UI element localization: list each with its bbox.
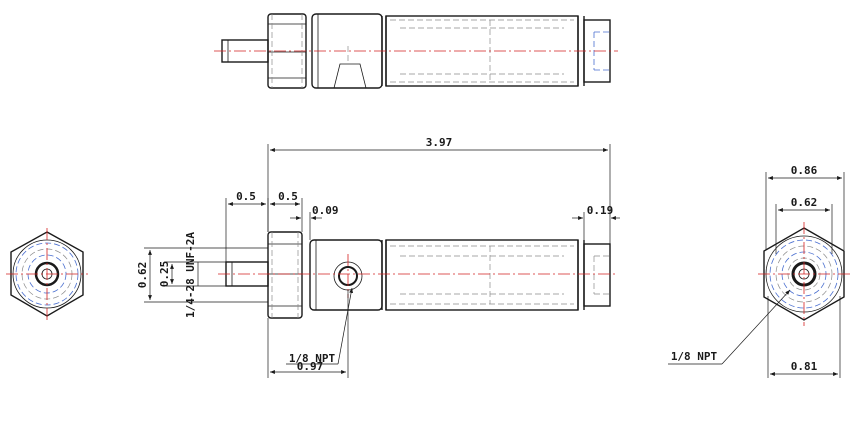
dim-overall-length: 3.97 (426, 136, 453, 149)
dim-nut-length: 0.5 (278, 190, 298, 203)
front-hex-nut (267, 231, 303, 319)
dim-cap-length: 0.19 (587, 204, 614, 217)
right-hexagon (763, 227, 845, 321)
top-view (214, 13, 618, 89)
dim-inner-diameter: 0.62 (791, 196, 818, 209)
front-rear-cap (583, 243, 611, 307)
port-thread-label: 1/8 NPT (289, 352, 336, 365)
right-end-view: 0.86 0.62 0.81 1/8 NPT (668, 164, 850, 378)
dim-flats-width: 0.86 (791, 164, 818, 177)
front-view: 3.97 0.5 0.5 0.09 0.19 0.62 0.25 1/4-28 (136, 136, 620, 378)
front-head (309, 239, 383, 311)
dim-hex-height: 0.62 (136, 262, 149, 289)
dim-shoulder: 0.09 (312, 204, 339, 217)
dim-rod-diameter: 0.25 (158, 261, 171, 288)
dim-port-position: 0.97 (297, 360, 324, 373)
dim-body-width: 0.81 (791, 360, 818, 373)
dim-rod-extension: 0.5 (236, 190, 256, 203)
front-barrel (385, 239, 579, 311)
rod-thread-label: 1/4-28 UNF-2A (184, 232, 197, 318)
end-port-thread-label: 1/8 NPT (671, 350, 718, 363)
left-end-view (6, 228, 88, 320)
